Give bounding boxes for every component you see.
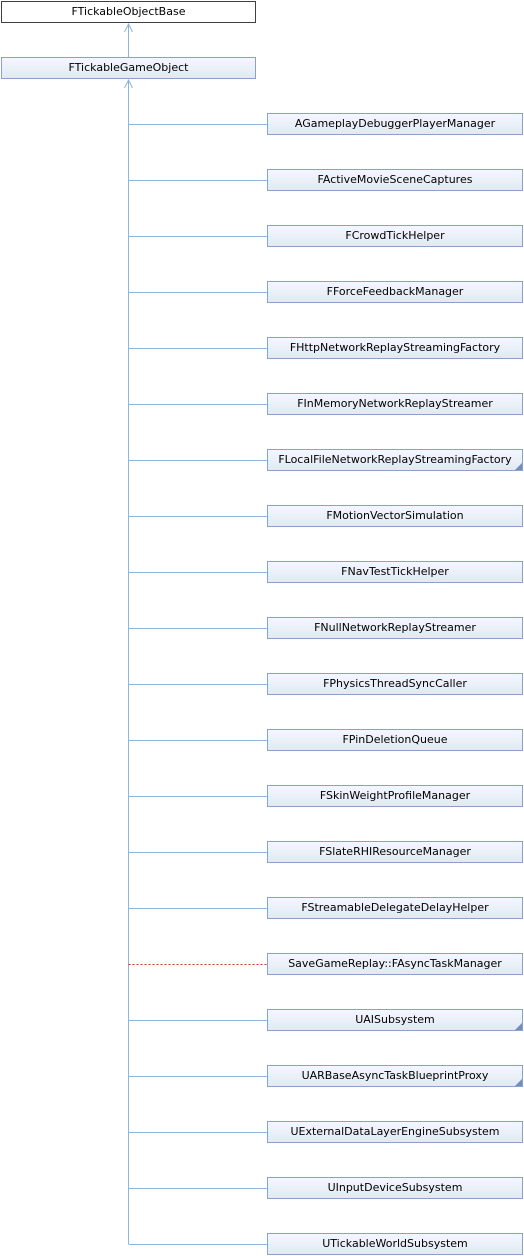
node-child[interactable]: UAISubsystem — [267, 1009, 523, 1031]
node-parent-label: FTickableGameObject — [68, 61, 189, 74]
node-child-label: UExternalDataLayerEngineSubsystem — [290, 1125, 500, 1138]
node-child[interactable]: FCrowdTickHelper — [267, 225, 523, 247]
node-child[interactable]: FPinDeletionQueue — [267, 729, 523, 751]
node-child-label: FMotionVectorSimulation — [326, 509, 464, 522]
node-child-label: FForceFeedbackManager — [326, 285, 464, 298]
node-child-label: FNullNetworkReplayStreamer — [314, 621, 476, 634]
node-child[interactable]: FPhysicsThreadSyncCaller — [267, 673, 523, 695]
node-child-label: UAISubsystem — [355, 1013, 435, 1026]
node-child-label: AGameplayDebuggerPlayerManager — [294, 117, 496, 130]
node-child[interactable]: UInputDeviceSubsystem — [267, 1177, 523, 1199]
node-root-label: FTickableObjectBase — [71, 5, 186, 18]
node-child[interactable]: AGameplayDebuggerPlayerManager — [267, 113, 523, 135]
node-child-label: FHttpNetworkReplayStreamingFactory — [289, 341, 501, 354]
node-child[interactable]: FMotionVectorSimulation — [267, 505, 523, 527]
node-child[interactable]: UTickableWorldSubsystem — [267, 1233, 523, 1255]
node-child-label: UInputDeviceSubsystem — [327, 1181, 463, 1194]
node-child[interactable]: FSkinWeightProfileManager — [267, 785, 523, 807]
node-child[interactable]: FStreamableDelegateDelayHelper — [267, 897, 523, 919]
node-parent[interactable]: FTickableGameObject — [1, 57, 256, 79]
arrowhead-root — [124, 22, 133, 33]
node-root: FTickableObjectBase — [1, 1, 256, 23]
node-child-label: SaveGameReplay::FAsyncTaskManager — [288, 957, 502, 970]
node-child[interactable]: FActiveMovieSceneCaptures — [267, 169, 523, 191]
node-child[interactable]: FLocalFileNetworkReplayStreamingFactory — [267, 449, 523, 471]
node-child-label: FInMemoryNetworkReplayStreamer — [297, 397, 493, 410]
node-child-label: UTickableWorldSubsystem — [322, 1237, 468, 1250]
node-child-label: FCrowdTickHelper — [345, 229, 445, 242]
node-child-label: FSkinWeightProfileManager — [319, 789, 471, 802]
node-child[interactable]: UExternalDataLayerEngineSubsystem — [267, 1121, 523, 1143]
node-child-label: FLocalFileNetworkReplayStreamingFactory — [278, 453, 512, 466]
node-child[interactable]: FInMemoryNetworkReplayStreamer — [267, 393, 523, 415]
node-child[interactable]: FHttpNetworkReplayStreamingFactory — [267, 337, 523, 359]
node-child[interactable]: FSlateRHIResourceManager — [267, 841, 523, 863]
node-child-label: FStreamableDelegateDelayHelper — [301, 901, 489, 914]
node-child[interactable]: FForceFeedbackManager — [267, 281, 523, 303]
node-child[interactable]: FNullNetworkReplayStreamer — [267, 617, 523, 639]
node-child-label: FSlateRHIResourceManager — [319, 845, 471, 858]
node-child-label: FPhysicsThreadSyncCaller — [323, 677, 467, 690]
arrowhead-parent — [124, 78, 133, 89]
node-child-label: FActiveMovieSceneCaptures — [317, 173, 473, 186]
node-child-label: FNavTestTickHelper — [341, 565, 449, 578]
node-child-label: FPinDeletionQueue — [342, 733, 448, 746]
node-child[interactable]: FNavTestTickHelper — [267, 561, 523, 583]
node-child-label: UARBaseAsyncTaskBlueprintProxy — [301, 1069, 489, 1082]
node-child[interactable]: SaveGameReplay::FAsyncTaskManager — [267, 953, 523, 975]
node-child[interactable]: UARBaseAsyncTaskBlueprintProxy — [267, 1065, 523, 1087]
